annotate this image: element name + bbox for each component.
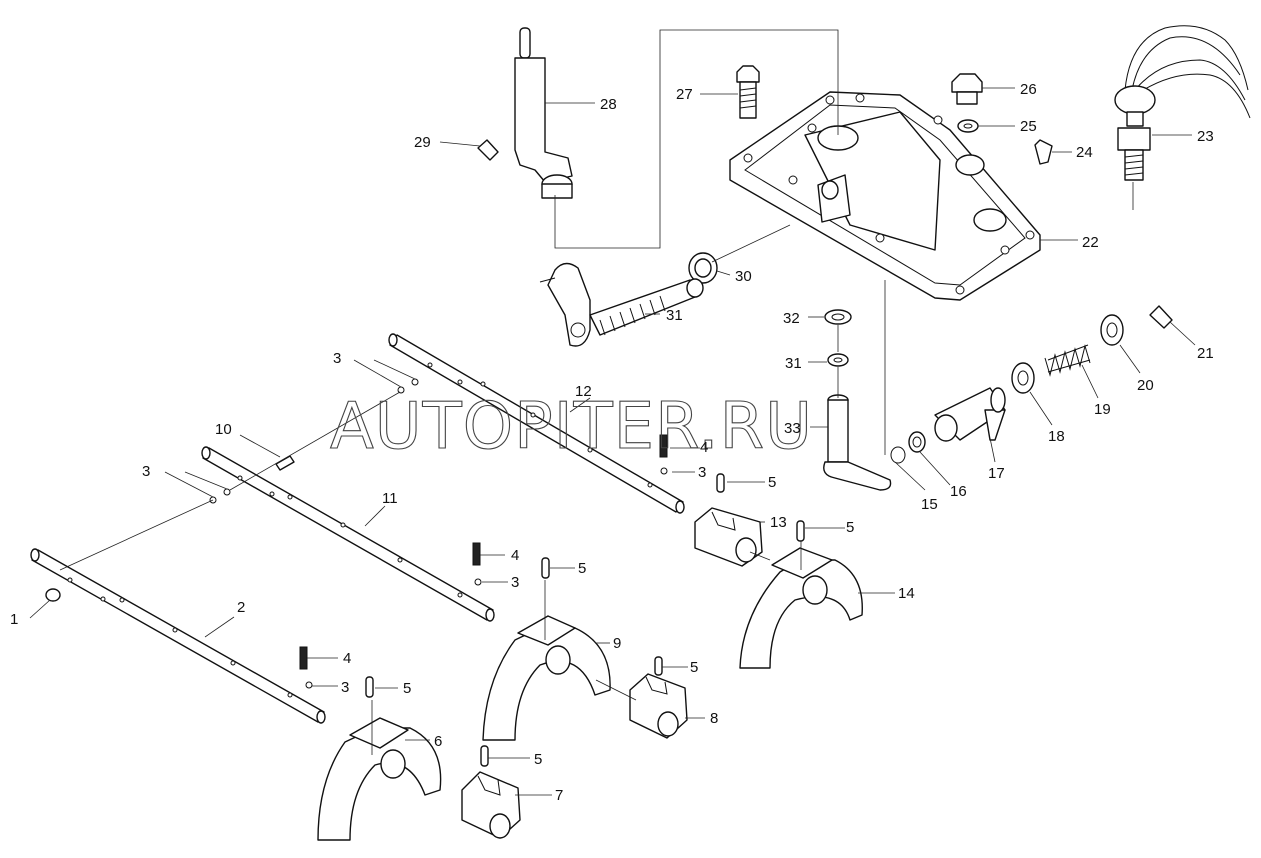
label-13: 13 (770, 514, 787, 531)
label-25: 25 (1020, 118, 1037, 135)
switch-23 (1114, 25, 1251, 181)
label-3b: 3 (333, 350, 341, 367)
label-5d: 5 (534, 751, 542, 768)
label-18: 18 (1048, 428, 1065, 445)
label-4a: 4 (343, 650, 351, 667)
washer-25 (957, 119, 979, 133)
label-29: 29 (414, 134, 431, 151)
springs-4 (299, 434, 668, 670)
pins-5 (365, 473, 805, 767)
shift-rail-11 (201, 446, 495, 622)
circlip-15 (890, 446, 906, 464)
shift-fork-6 (317, 717, 442, 841)
sleeve-17 (934, 387, 1006, 442)
label-5f: 5 (846, 519, 854, 536)
label-31b: 31 (785, 355, 802, 372)
callout-labels: 1 2 3 3 3 3 3 4 4 4 5 5 5 5 5 5 6 7 8 9 … (10, 81, 1214, 804)
label-5c: 5 (690, 659, 698, 676)
label-3c: 3 (341, 679, 349, 696)
shift-block-7 (461, 771, 521, 839)
label-23: 23 (1197, 128, 1214, 145)
shift-block-13 (694, 507, 763, 567)
label-5b: 5 (578, 560, 586, 577)
bolt-27 (736, 65, 760, 119)
washer-20 (1100, 314, 1124, 346)
pin-29 (477, 139, 499, 161)
label-5e: 5 (768, 474, 776, 491)
clip-24 (1034, 139, 1053, 165)
label-21: 21 (1197, 345, 1214, 362)
label-15: 15 (921, 496, 938, 513)
shift-fork-9 (482, 615, 611, 741)
label-11: 11 (382, 490, 398, 507)
plug-1 (45, 588, 61, 602)
label-6: 6 (434, 733, 442, 750)
label-14: 14 (898, 585, 915, 602)
leader-lines (29, 87, 1196, 796)
label-1: 1 (10, 611, 18, 628)
label-3a: 3 (142, 463, 150, 480)
top-cover-22 (729, 91, 1041, 301)
label-19: 19 (1094, 401, 1111, 418)
label-17: 17 (988, 465, 1005, 482)
washer-18 (1011, 362, 1035, 394)
guide-lines (59, 29, 1134, 755)
label-12: 12 (575, 383, 592, 400)
label-24: 24 (1076, 144, 1093, 161)
label-5a: 5 (403, 680, 411, 697)
label-2: 2 (237, 599, 245, 616)
selector-shaft-33 (823, 394, 892, 491)
label-31a: 31 (666, 307, 683, 324)
shift-shaft-31 (539, 262, 704, 347)
label-30: 30 (735, 268, 752, 285)
label-28: 28 (600, 96, 617, 113)
shift-rail-12 (388, 333, 685, 514)
washer-16 (908, 431, 926, 453)
label-32: 32 (783, 310, 800, 327)
interlock-pin-10 (275, 455, 295, 471)
pin-21 (1149, 305, 1173, 329)
shift-lever-28 (514, 27, 573, 199)
spring-19 (1044, 344, 1091, 377)
label-27: 27 (676, 86, 693, 103)
label-20: 20 (1137, 377, 1154, 394)
shift-block-8 (629, 673, 688, 739)
plug-26 (951, 73, 983, 105)
label-3d: 3 (511, 574, 519, 591)
shift-fork-14 (739, 547, 863, 669)
label-22: 22 (1082, 234, 1099, 251)
washer-31-lower (827, 353, 849, 367)
watermark: AUTOPITER.RU (330, 390, 813, 464)
label-33: 33 (784, 420, 801, 437)
shift-rail-2 (30, 548, 326, 724)
label-26: 26 (1020, 81, 1037, 98)
label-4b: 4 (511, 547, 519, 564)
washer-32 (824, 309, 852, 325)
label-16: 16 (950, 483, 967, 500)
label-3e: 3 (698, 464, 706, 481)
label-10: 10 (215, 421, 232, 438)
label-4c: 4 (700, 439, 708, 456)
label-7: 7 (555, 787, 563, 804)
seal-30 (688, 252, 718, 284)
detent-balls-3 (209, 378, 668, 689)
label-8: 8 (710, 710, 718, 727)
label-9: 9 (613, 635, 621, 652)
